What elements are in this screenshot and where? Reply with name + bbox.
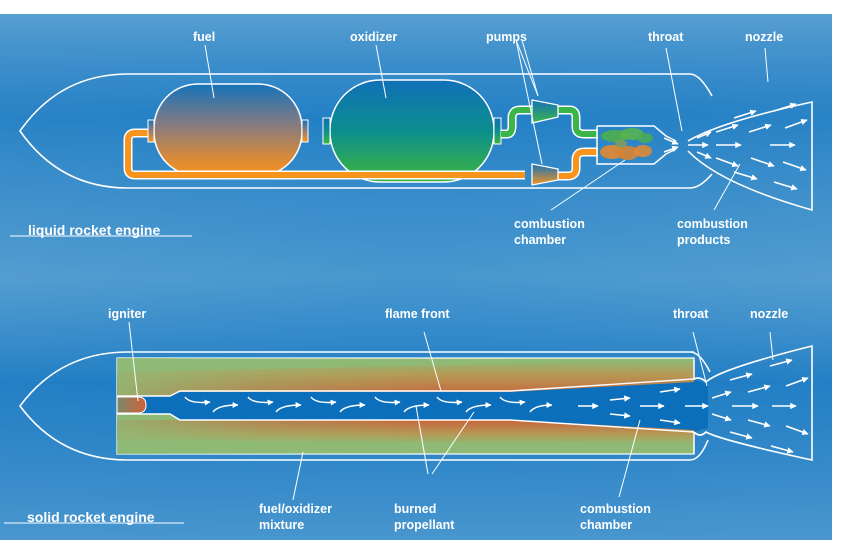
leader-fuel: [204, 44, 215, 99]
label-combustion-products-1: combustion: [677, 217, 748, 231]
rocket-engine-diagram: fuel oxidizer pumps throat nozzle combus…: [0, 14, 832, 540]
leader-burned-2: [431, 411, 475, 475]
liquid-nozzle: [687, 101, 813, 212]
leader-oxidizer: [375, 44, 387, 99]
liquid-engine-title: liquid rocket engine: [28, 222, 160, 238]
leader-flame-front: [423, 331, 442, 392]
leader-throat: [665, 47, 683, 132]
label-oxidizer: oxidizer: [350, 30, 397, 44]
leader-combustion-chamber: [550, 159, 626, 211]
liquid-rocket-engine: fuel oxidizer pumps throat nozzle combus…: [10, 30, 813, 247]
fuel-tank-cap-right: [301, 119, 309, 143]
combustion-flames: [600, 128, 653, 160]
oxidizer-tank-cap-right: [493, 117, 502, 145]
label-pumps: pumps: [486, 30, 527, 44]
label-combustion-chamber-solid-2: chamber: [580, 518, 632, 532]
leader-igniter: [128, 321, 139, 402]
label-igniter: igniter: [108, 307, 146, 321]
label-mixture-1: fuel/oxidizer: [259, 502, 332, 516]
label-throat-solid: throat: [673, 307, 709, 321]
label-combustion-chamber-liquid-2: chamber: [514, 233, 566, 247]
core-channel: [117, 380, 708, 432]
liquid-rocket-body: [19, 73, 713, 189]
core-flow-arrows: [184, 396, 553, 413]
oxidizer-tank: [329, 79, 495, 183]
label-flame-front: flame front: [385, 307, 450, 321]
fuel-tank-cap-left: [147, 119, 155, 143]
solid-nozzle: [693, 344, 813, 461]
solid-rocket-engine: igniter flame front throat nozzle fuel/o…: [4, 307, 813, 532]
leader-pumps-top: [515, 39, 539, 97]
liquid-combustion-chamber: [596, 125, 677, 165]
leader-throat-solid: [692, 331, 708, 387]
oxidizer-tank-cap-left: [322, 117, 331, 145]
leader-combustion-products: [713, 163, 741, 211]
leader-mixture: [292, 451, 304, 501]
solid-engine-title: solid rocket engine: [27, 509, 155, 525]
leader-nozzle-solid: [769, 331, 774, 361]
fuel-pump: [531, 163, 559, 186]
leader-nozzle: [764, 47, 769, 83]
leader-burned-1: [415, 405, 429, 475]
leader-pumps-bottom: [515, 39, 543, 165]
leader-pumps-top2: [521, 39, 539, 97]
label-nozzle-solid: nozzle: [750, 307, 788, 321]
fuel-tank: [153, 83, 303, 177]
label-burned-2: propellant: [394, 518, 455, 532]
label-burned-1: burned: [394, 502, 436, 516]
solid-exhaust-arrows: [578, 358, 809, 454]
leader-combustion-chamber-solid: [618, 419, 641, 498]
label-nozzle-liquid: nozzle: [745, 30, 783, 44]
label-combustion-chamber-solid-1: combustion: [580, 502, 651, 516]
label-fuel: fuel: [193, 30, 215, 44]
label-combustion-products-2: products: [677, 233, 731, 247]
label-mixture-2: mixture: [259, 518, 304, 532]
label-throat-liquid: throat: [648, 30, 684, 44]
liquid-exhaust-arrows: [663, 102, 808, 191]
solid-rocket-body: [19, 351, 711, 461]
label-combustion-chamber-liquid-1: combustion: [514, 217, 585, 231]
igniter: [116, 396, 147, 414]
